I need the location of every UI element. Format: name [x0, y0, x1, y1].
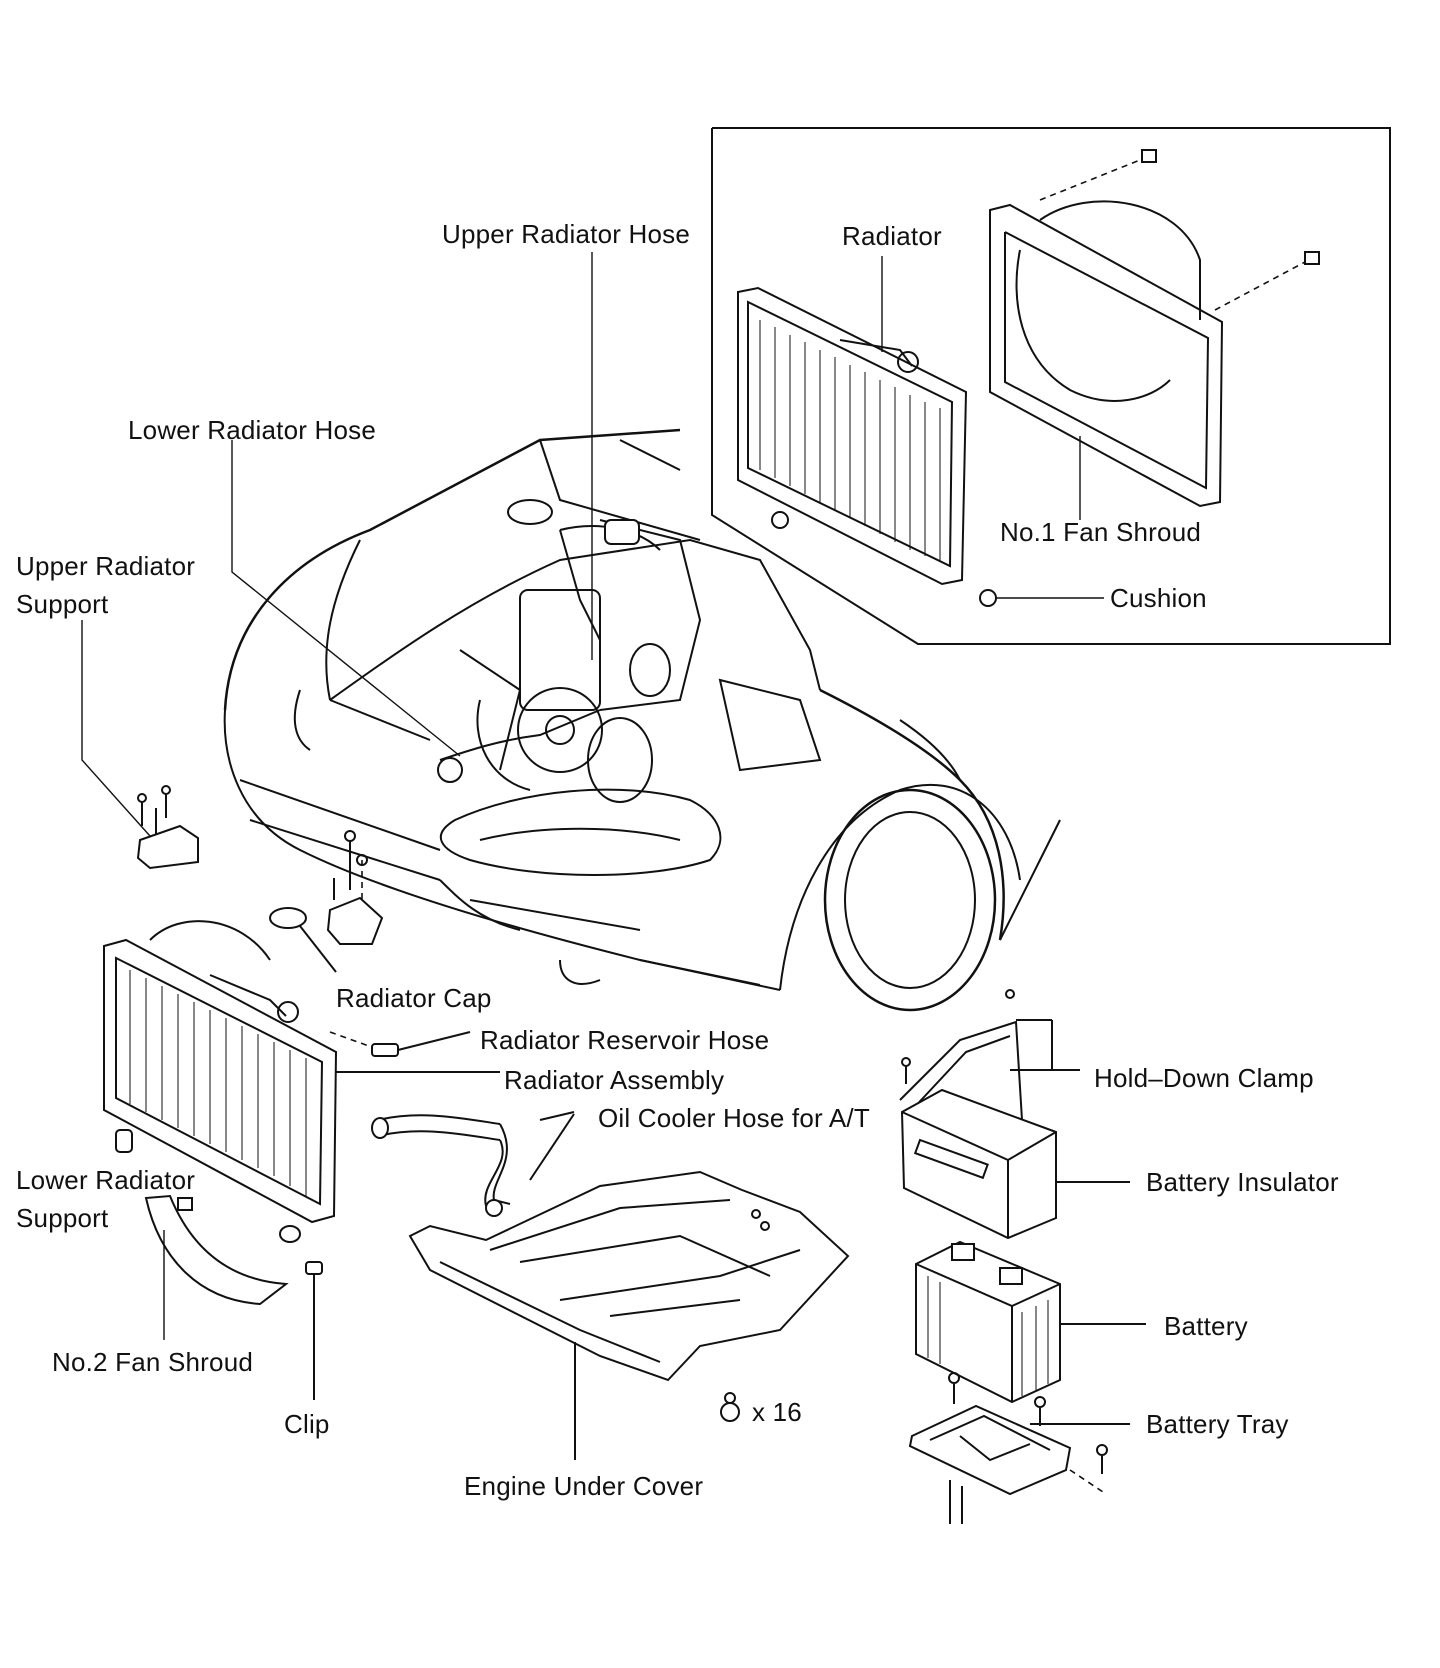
label-lower-radiator-support-line2: Support: [16, 1203, 109, 1233]
car-body-drawing: [223, 428, 1061, 1012]
radiator-assembly-drawing: [103, 907, 500, 1224]
label-battery: Battery: [1164, 1311, 1248, 1341]
leader-lines: [81, 252, 1104, 1340]
label-hold-down-clamp: Hold–Down Clamp: [1094, 1063, 1314, 1093]
inset-fan-shroud-drawing: [979, 149, 1320, 607]
engine-drawing: [437, 519, 822, 803]
battery-drawing: [915, 1240, 1146, 1404]
label-radiator-reservoir-hose: Radiator Reservoir Hose: [480, 1025, 770, 1055]
label-no2-fan-shroud: No.2 Fan Shroud: [52, 1347, 254, 1377]
label-engine-under-cover: Engine Under Cover: [464, 1471, 704, 1501]
label-lower-radiator-hose: Lower Radiator Hose: [128, 415, 377, 445]
inset-frame: [711, 127, 1391, 645]
label-clip: Clip: [284, 1409, 330, 1439]
no2-fan-shroud-drawing: [144, 1194, 323, 1400]
label-cushion: Cushion: [1110, 583, 1207, 613]
label-lower-radiator-support-line1: Lower Radiator: [16, 1165, 196, 1195]
label-upper-radiator-hose: Upper Radiator Hose: [442, 219, 691, 249]
label-upper-radiator-support-line1: Upper Radiator: [16, 551, 196, 581]
label-battery-insulator: Battery Insulator: [1146, 1167, 1339, 1197]
engine-under-cover-drawing: [408, 1170, 850, 1460]
label-bolt-count: x 16: [752, 1397, 802, 1427]
upper-radiator-support-drawing: [136, 785, 384, 945]
hold-down-clamp-drawing: [899, 989, 1080, 1121]
label-oil-cooler-hose: Oil Cooler Hose for A/T: [598, 1103, 870, 1133]
label-no1-fan-shroud: No.1 Fan Shroud: [1000, 517, 1202, 547]
label-radiator: Radiator: [842, 221, 942, 251]
label-battery-tray: Battery Tray: [1146, 1409, 1289, 1439]
label-upper-radiator-support-line2: Support: [16, 589, 109, 619]
inset-radiator-drawing: [737, 286, 968, 586]
oil-cooler-hose-drawing: [371, 1111, 575, 1217]
battery-tray-drawing: [908, 1372, 1130, 1524]
label-radiator-cap: Radiator Cap: [336, 983, 492, 1013]
battery-insulator-drawing: [900, 1088, 1130, 1240]
label-radiator-assembly: Radiator Assembly: [504, 1065, 725, 1095]
